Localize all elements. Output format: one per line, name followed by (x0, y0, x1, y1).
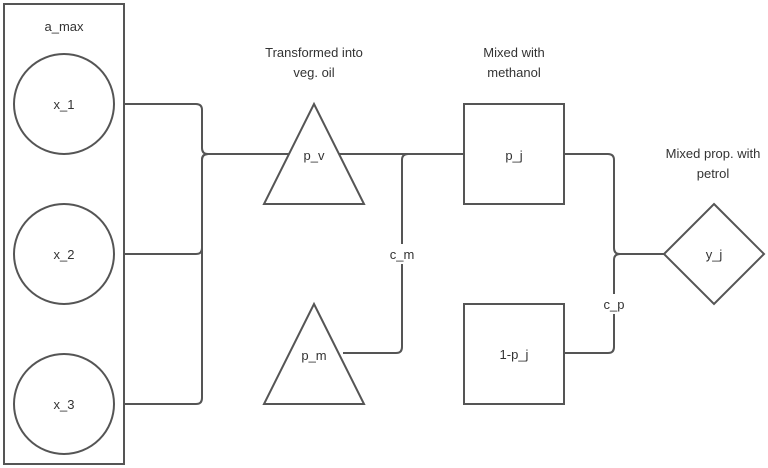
edge-label-cp: c_p (604, 297, 625, 312)
edge-x2-to-pv (114, 153, 209, 255)
node-x2-label: x_2 (54, 247, 75, 262)
annotation-mixed-methanol-line1: Mixed with (483, 45, 544, 60)
a-max-label: a_max (44, 19, 84, 34)
node-yj-label: y_j (706, 247, 723, 262)
node-x1-circle (13, 53, 115, 155)
node-pv-label: p_v (304, 148, 325, 163)
annotation-mixed-petrol-line1: Mixed prop. with (666, 146, 761, 161)
node-pj-square (463, 103, 565, 205)
edge-pm-to-pj (343, 153, 409, 354)
edge-pj-to-yj (564, 153, 664, 255)
annotation-mixed-petrol-line2: petrol (697, 166, 730, 181)
edge-x1-to-pv (114, 103, 312, 155)
node-pm-triangle (262, 301, 366, 405)
annotation-transformed-line2: veg. oil (293, 65, 334, 80)
annotation-transformed-line1: Transformed into (265, 45, 363, 60)
node-one-minus-pj-square (463, 303, 565, 405)
edge-label-cp-bg (599, 294, 629, 314)
node-pj-label: p_j (505, 148, 522, 163)
node-one-minus-pj-label: 1-p_j (500, 347, 529, 362)
node-pm-label: p_m (301, 348, 326, 363)
edge-one-minus-pj-to-yj (564, 253, 621, 354)
node-x3-label: x_3 (54, 397, 75, 412)
node-yj-diamond (662, 202, 766, 306)
node-x3-circle (13, 353, 115, 455)
annotation-mixed-methanol-line2: methanol (487, 65, 541, 80)
node-x2-circle (13, 203, 115, 305)
edge-label-cm-bg (387, 244, 417, 264)
node-x1-label: x_1 (54, 97, 75, 112)
edge-x3-to-pv (114, 153, 209, 405)
node-pv-triangle (262, 101, 366, 205)
edge-label-cm: c_m (390, 247, 415, 262)
connectors (114, 103, 664, 405)
